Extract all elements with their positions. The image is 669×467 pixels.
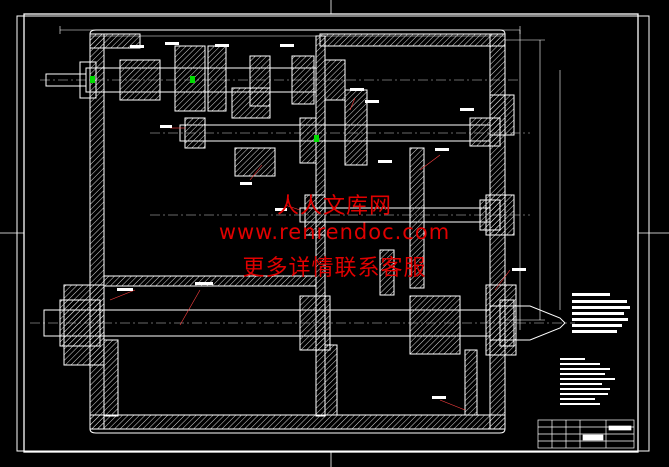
dimension-lines [59,26,561,330]
parts-list-block [560,358,615,405]
main-spindle [43,295,566,416]
balloon-tags [117,42,526,399]
highlight-markers [90,76,319,142]
part-leaders [109,97,511,411]
watermark-line-2: www.renrendoc.com [218,220,451,244]
watermark-line-1: 人人文库网 [276,194,392,219]
intermediate-shaft-2 [299,147,501,296]
intermediate-shaft-1 [179,87,501,177]
title-block [537,419,635,449]
technical-requirements-block [572,293,630,333]
watermark-line-3: 更多详情联系客服 [242,256,427,281]
